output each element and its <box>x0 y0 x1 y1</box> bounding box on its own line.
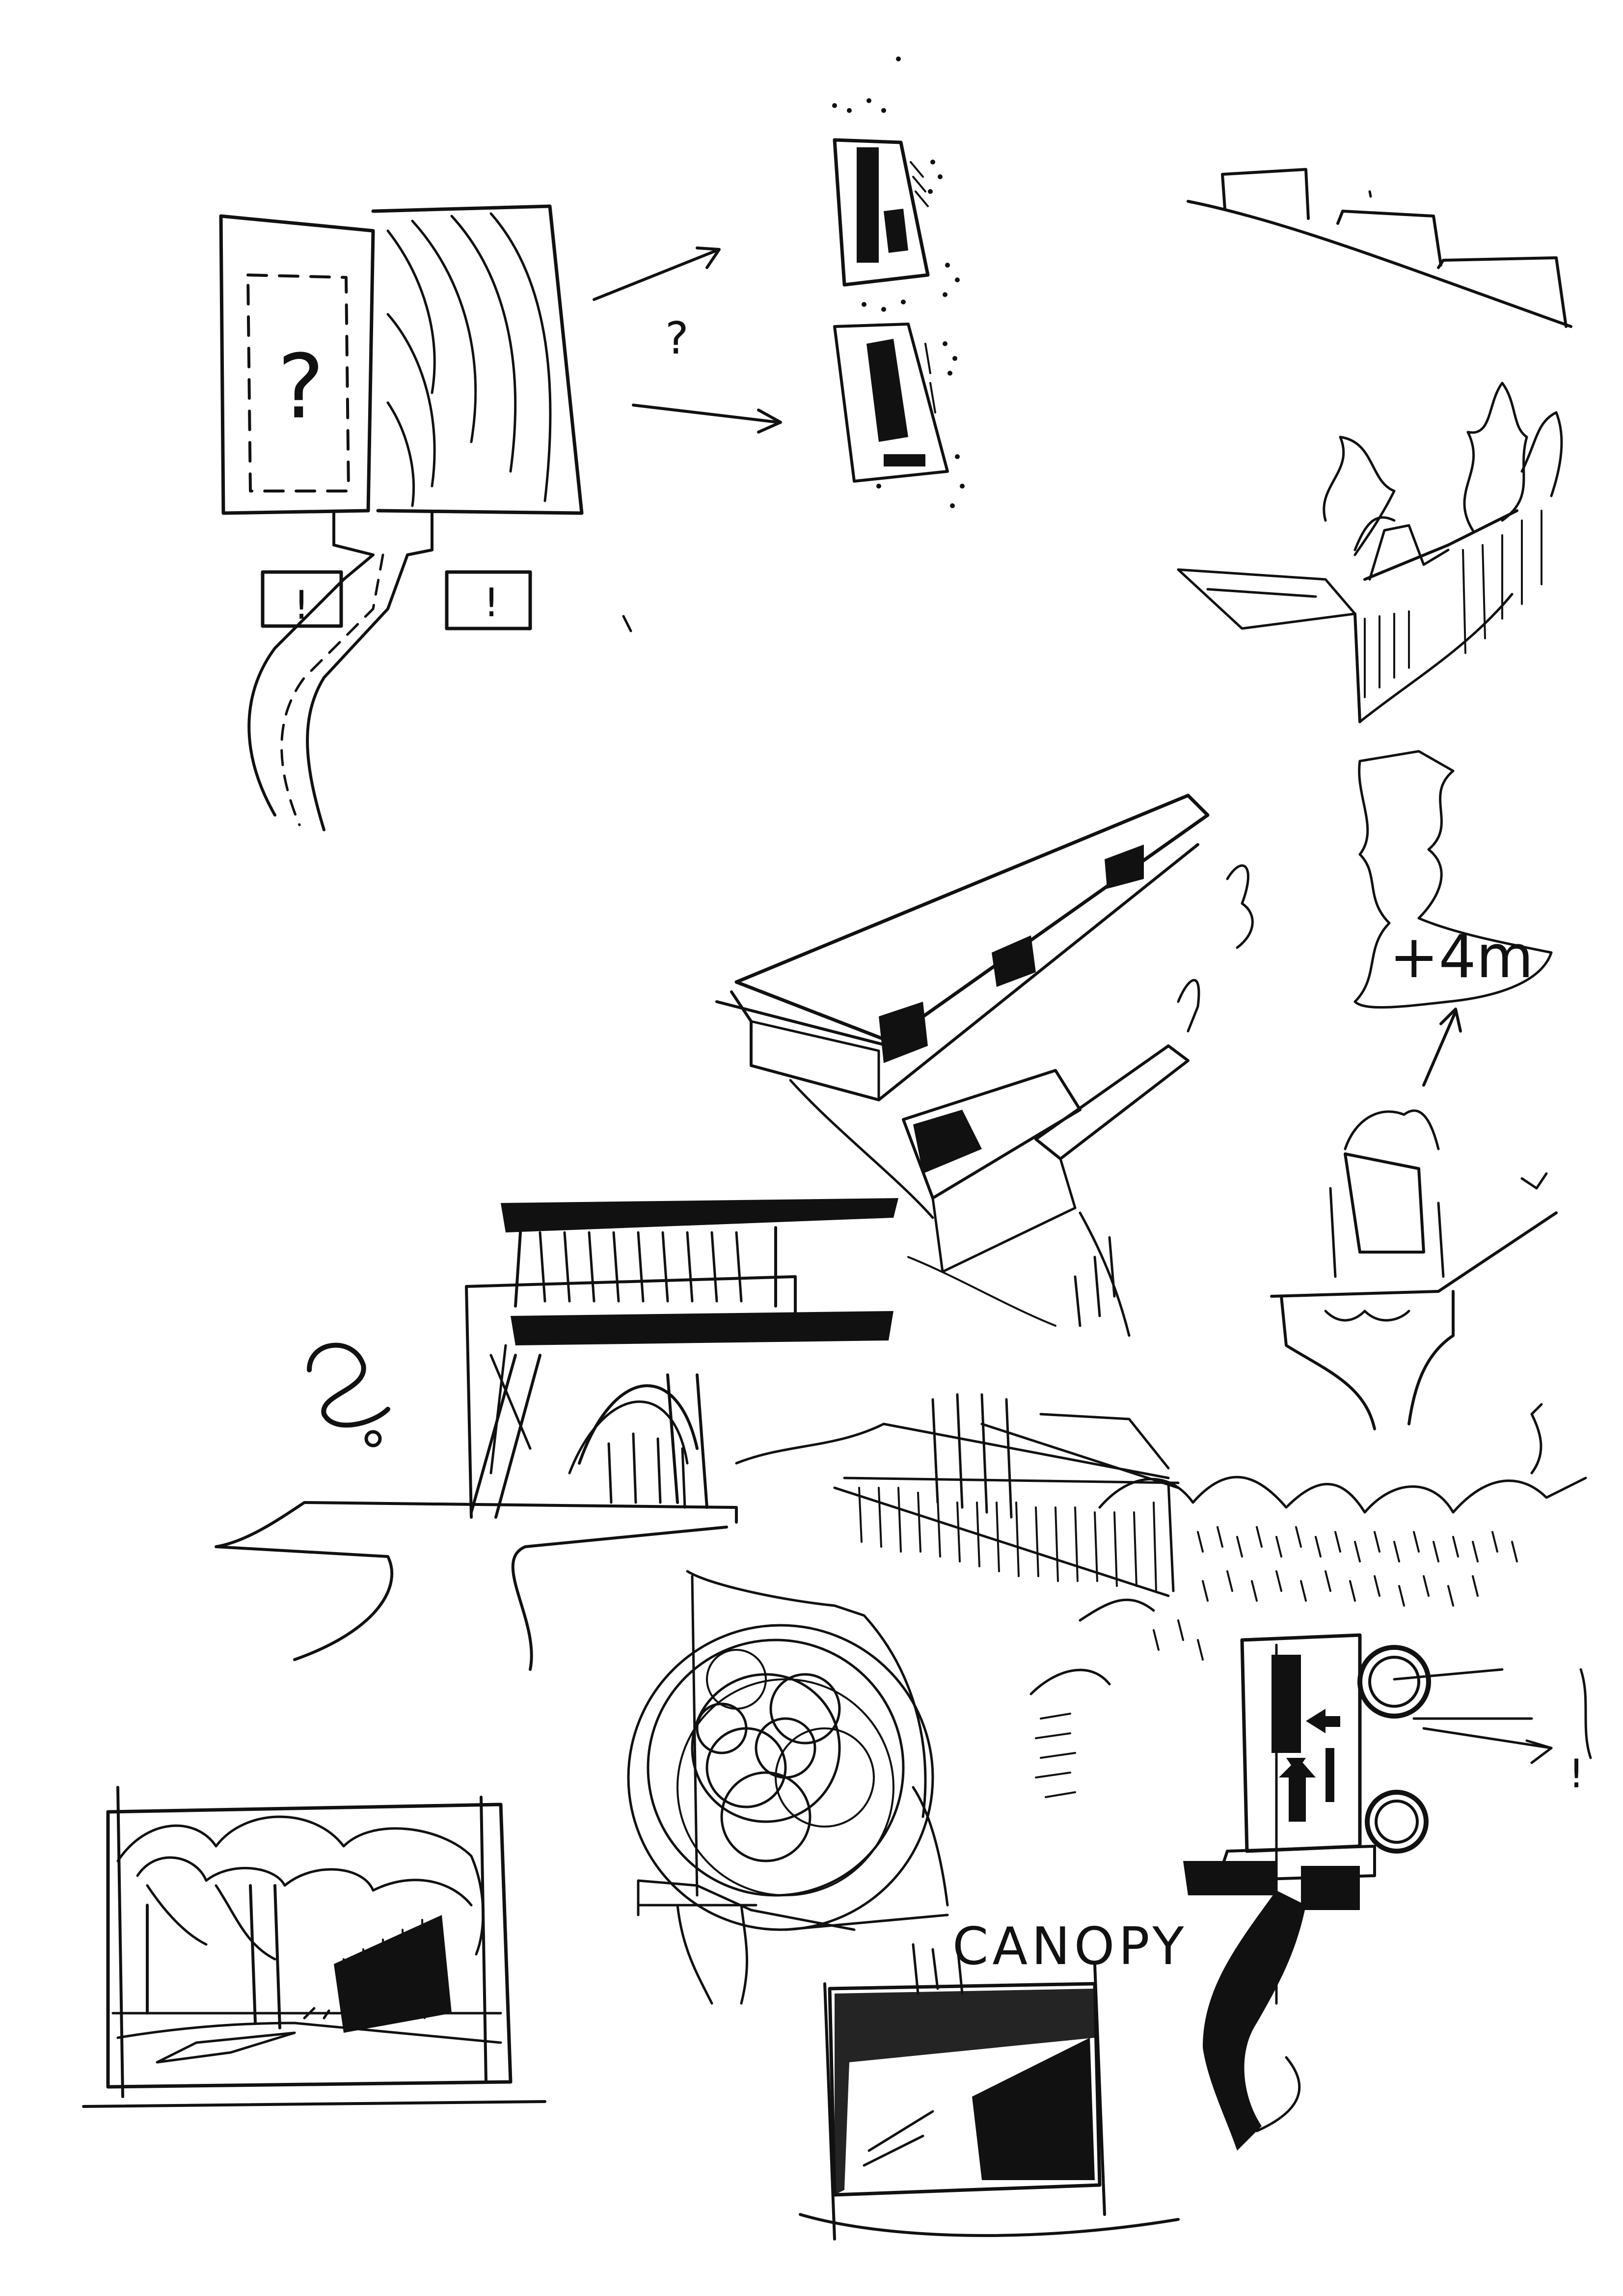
marker-right: ! <box>484 580 499 626</box>
forest-edge-sketch: ! <box>1029 1403 1592 1798</box>
framed-view-sketch <box>82 1786 546 2108</box>
canopy-sketch: CANOPY <box>799 1916 1188 2241</box>
marker-left: ! <box>294 582 309 628</box>
stipple-dots <box>832 56 965 508</box>
site-plan-sketch: ? ! ! <box>219 204 632 831</box>
height-note: +4m <box>1389 923 1534 991</box>
question-mark-left <box>307 1342 390 1448</box>
hatch-marks <box>1153 1526 1518 1661</box>
terrain-section-sketch <box>1187 168 1572 328</box>
pavilion-elevation-sketch <box>215 1198 1180 1671</box>
bottom-right-note: ! <box>1569 1751 1584 1797</box>
entrance-diagram-sketch <box>1183 1633 1553 2151</box>
canopy-label: CANOPY <box>952 1916 1188 1976</box>
hatch-lines <box>386 212 552 507</box>
perspective-trees-sketch <box>1177 382 1563 723</box>
option-arrows: ? <box>593 246 782 434</box>
tree-height-sketch: +4m <box>1270 750 1558 1430</box>
building-perspective-sketch <box>715 793 1254 1337</box>
arrow-question-mark: ? <box>665 313 689 364</box>
plan-question-mark: ? <box>277 336 325 438</box>
option-sketches <box>832 56 965 508</box>
hatch-lines <box>1364 510 1542 698</box>
scribble-tree-sketch <box>627 1570 949 2005</box>
